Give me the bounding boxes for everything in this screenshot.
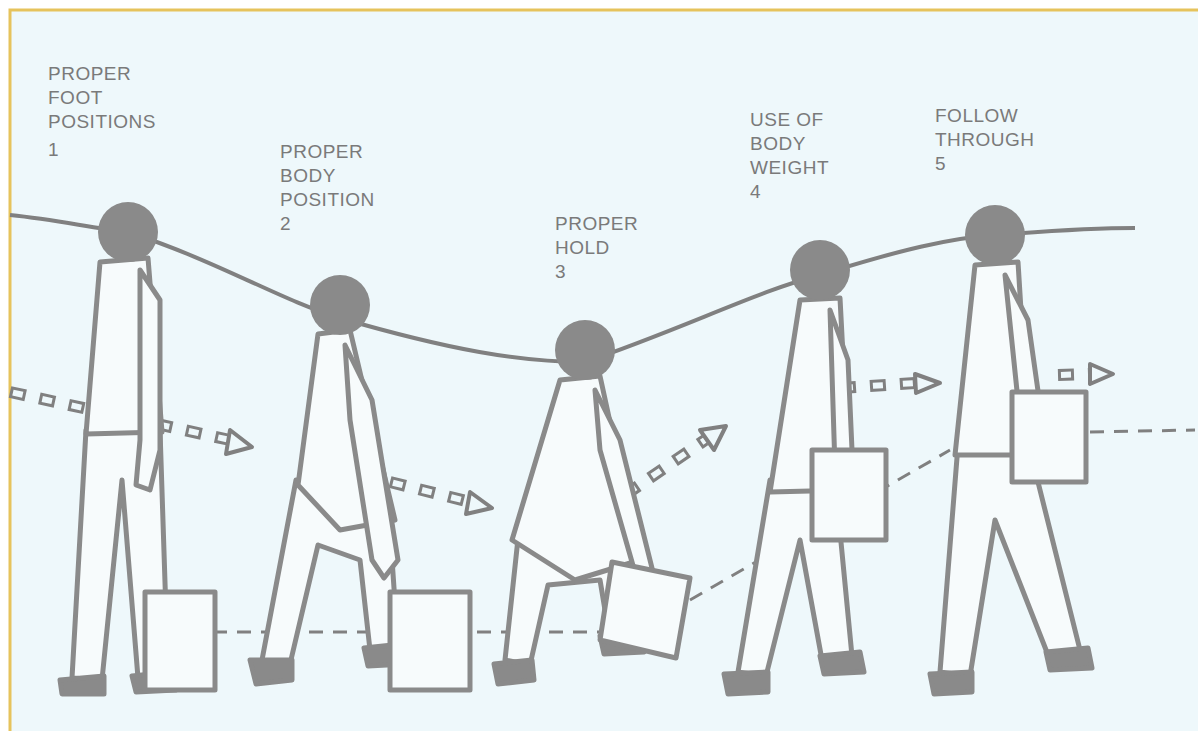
step-number: 5 (935, 152, 946, 176)
figure-4 (724, 240, 886, 694)
step-label: FOLLOW THROUGH (935, 104, 1035, 152)
step-label: USE OF BODY WEIGHT (750, 108, 860, 180)
step-number: 2 (280, 212, 291, 236)
step-label: PROPER FOOT POSITIONS (48, 62, 156, 134)
step-label: PROPER BODY POSITION (280, 140, 375, 212)
step-number: 1 (48, 138, 59, 162)
step-number: 4 (750, 180, 761, 204)
figure-1 (60, 202, 215, 694)
figures (60, 202, 1092, 694)
step-label: PROPER HOLD (555, 212, 638, 260)
frame (10, 10, 1198, 731)
figure-2 (250, 275, 470, 690)
step-number: 3 (555, 260, 566, 284)
figure-3 (494, 320, 690, 684)
figure-5 (930, 205, 1092, 694)
